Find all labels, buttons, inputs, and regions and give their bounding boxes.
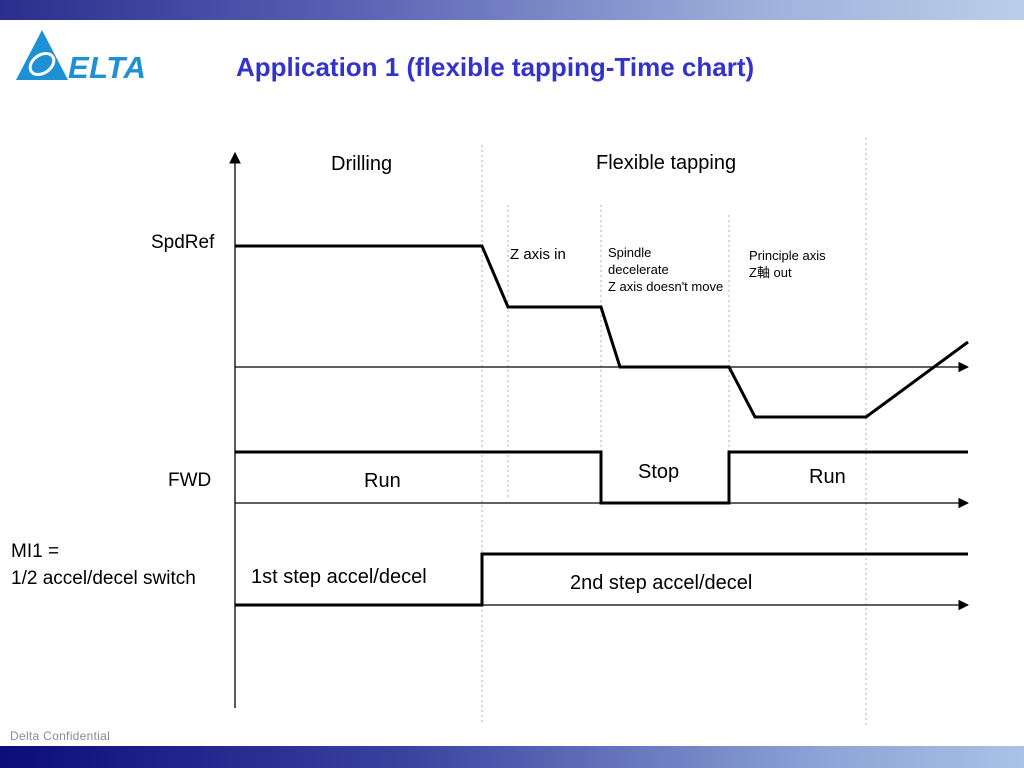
- phase-label-drilling: Drilling: [331, 153, 393, 175]
- bottom-gradient-bar: [0, 746, 1024, 768]
- state-label-stop: Stop: [638, 461, 680, 483]
- signal-label-mi1: MI1 =: [11, 541, 60, 562]
- svg-text:ELTA: ELTA: [68, 50, 146, 84]
- annotation-principle-line1: Principle axis: [749, 248, 826, 263]
- signal-label-spdref: SpdRef: [151, 232, 215, 253]
- state-label-run-1: Run: [364, 470, 401, 492]
- phase-label-flexible-tapping: Flexible tapping: [596, 152, 737, 174]
- state-label-2nd-step: 2nd step accel/decel: [570, 572, 753, 594]
- annotation-z-axis-in: Z axis in: [510, 246, 566, 263]
- annotation-principle-line2: Z軸 out: [749, 265, 792, 280]
- fwd-waveform: [235, 450, 968, 505]
- mi1-waveform: [235, 552, 968, 607]
- delta-logo: ELTA: [16, 30, 146, 84]
- footer-confidential: Delta Confidential: [10, 729, 111, 743]
- annotation-spindle-line3: Z axis doesn't move: [608, 279, 724, 294]
- annotation-spindle-line2: decelerate: [608, 262, 669, 277]
- signal-label-mi1-description: 1/2 accel/decel switch: [11, 568, 196, 589]
- spdref-waveform: [235, 244, 969, 419]
- state-label-run-2: Run: [809, 466, 846, 488]
- annotation-spindle-line1: Spindle: [608, 245, 652, 260]
- signal-label-fwd: FWD: [168, 470, 212, 491]
- top-gradient-bar: [0, 0, 1024, 20]
- slide-title: Application 1 (flexible tapping-Time cha…: [236, 52, 755, 82]
- state-label-1st-step: 1st step accel/decel: [251, 566, 427, 588]
